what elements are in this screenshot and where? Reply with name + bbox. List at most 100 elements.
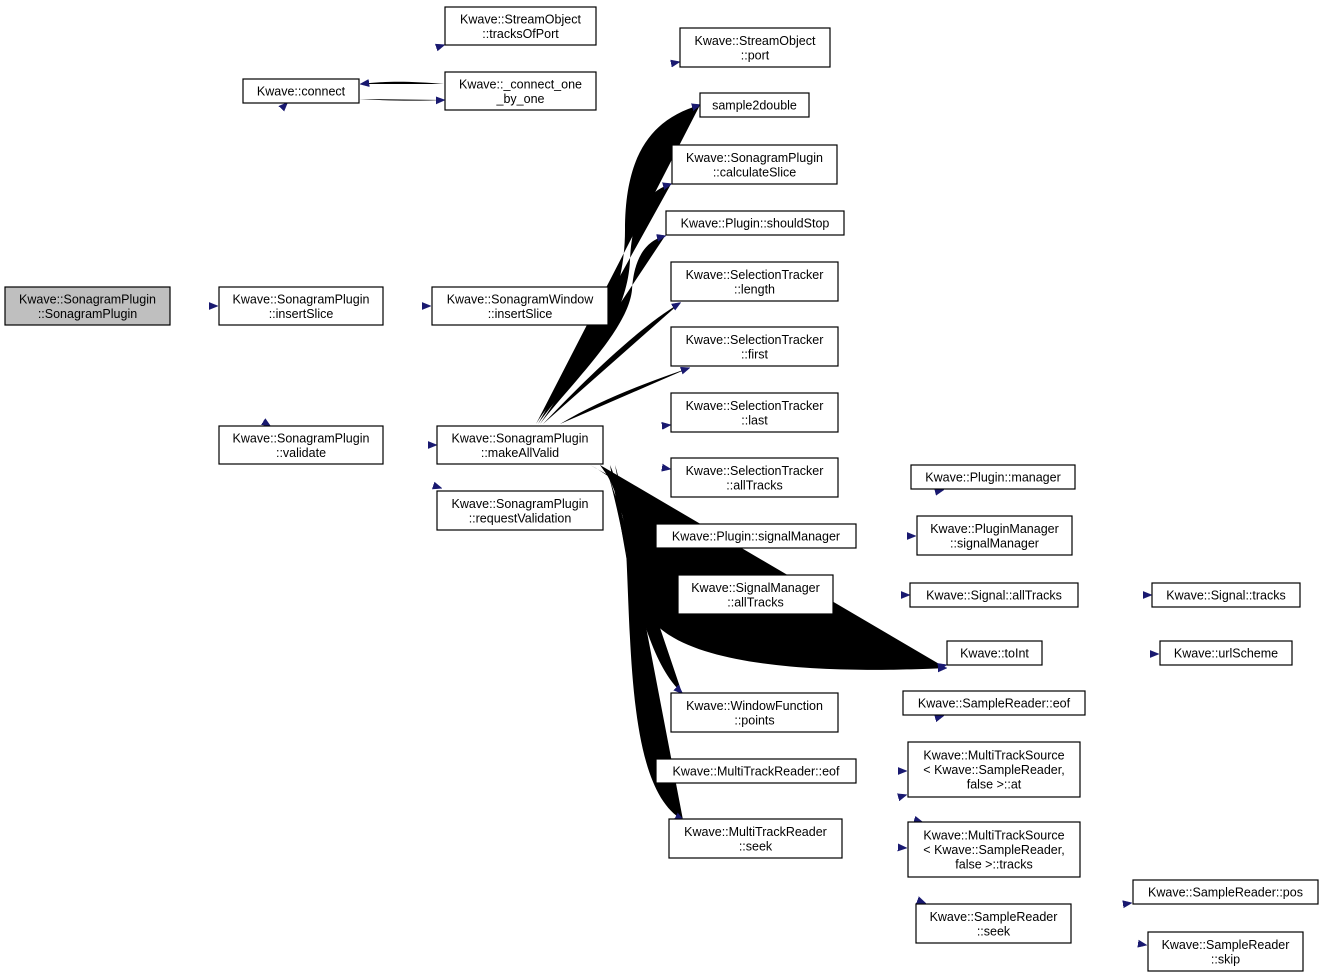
node-label-line: Kwave::Signal::tracks bbox=[1166, 589, 1286, 603]
node-label-line: ::makeAllValid bbox=[481, 446, 559, 460]
node-plugin-signalmanager[interactable]: Kwave::Plugin::signalManager bbox=[655, 523, 857, 549]
node-sonagramplugin-constructor[interactable]: Kwave::SonagramPlugin::SonagramPlugin bbox=[4, 286, 171, 326]
node-box bbox=[909, 582, 1079, 608]
node-box bbox=[679, 27, 831, 68]
node-signal-tracks[interactable]: Kwave::Signal::tracks bbox=[1151, 582, 1301, 608]
node-multitrackreader-eof[interactable]: Kwave::MultiTrackReader::eof bbox=[655, 758, 857, 784]
node-box bbox=[670, 692, 839, 733]
node-kwave-connect[interactable]: Kwave::connect bbox=[242, 78, 360, 104]
node-signalmanager-alltracks[interactable]: Kwave::SignalManager::allTracks bbox=[677, 574, 834, 615]
node-label-line: Kwave::SelectionTracker bbox=[686, 464, 824, 478]
node-sample2double[interactable]: sample2double bbox=[699, 92, 810, 118]
node-connect-one-by-one[interactable]: Kwave::_connect_one_by_one bbox=[444, 71, 597, 111]
node-label-line: Kwave::SonagramPlugin bbox=[19, 292, 156, 306]
node-box bbox=[670, 392, 839, 433]
node-box bbox=[4, 286, 171, 326]
node-label-line: Kwave::Plugin::signalManager bbox=[672, 530, 840, 544]
node-sonagramplugin-requestvalidation[interactable]: Kwave::SonagramPlugin::requestValidation bbox=[436, 490, 604, 531]
node-label-line: Kwave::WindowFunction bbox=[686, 699, 823, 713]
node-label-line: ::SonagramPlugin bbox=[38, 307, 137, 321]
node-label-line: Kwave::MultiTrackReader bbox=[684, 825, 827, 839]
node-label-line: _by_one bbox=[496, 92, 545, 106]
node-streamobject-port[interactable]: Kwave::StreamObject::port bbox=[679, 27, 831, 68]
node-box bbox=[242, 78, 360, 104]
node-label-line: < Kwave::SampleReader, bbox=[923, 763, 1064, 777]
node-box bbox=[655, 758, 857, 784]
node-box bbox=[436, 490, 604, 531]
node-label-line: Kwave::SampleReader::pos bbox=[1148, 886, 1303, 900]
node-box bbox=[916, 515, 1073, 556]
node-box bbox=[655, 523, 857, 549]
node-label-line: Kwave::SignalManager bbox=[691, 581, 820, 595]
node-kwave-toint[interactable]: Kwave::toInt bbox=[946, 640, 1043, 666]
edge-makeallvalid-to-last bbox=[604, 425, 670, 432]
node-label-line: Kwave::MultiTrackReader::eof bbox=[673, 765, 840, 779]
node-label-line: Kwave::SonagramPlugin bbox=[452, 497, 589, 511]
node-kwave-urlscheme[interactable]: Kwave::urlScheme bbox=[1159, 640, 1293, 666]
node-label-line: Kwave::MultiTrackSource bbox=[923, 829, 1064, 843]
node-streamobject-tracksofport[interactable]: Kwave::StreamObject::tracksOfPort bbox=[444, 6, 597, 46]
node-box bbox=[699, 92, 810, 118]
node-box bbox=[907, 821, 1081, 878]
node-label-line: ::requestValidation bbox=[469, 511, 572, 525]
node-signal-alltracks[interactable]: Kwave::Signal::allTracks bbox=[909, 582, 1079, 608]
edge-samplereader-seek-to-skip bbox=[1071, 933, 1146, 945]
node-sonagramplugin-validate[interactable]: Kwave::SonagramPlugin::validate bbox=[218, 425, 384, 465]
node-box bbox=[946, 640, 1043, 666]
node-label-line: Kwave::SampleReader bbox=[930, 910, 1058, 924]
node-plugin-shouldstop[interactable]: Kwave::Plugin::shouldStop bbox=[665, 210, 845, 236]
edge-connect-to-tracksofport bbox=[343, 45, 444, 78]
node-selectiontracker-length[interactable]: Kwave::SelectionTracker::length bbox=[670, 261, 839, 302]
node-samplereader-skip[interactable]: Kwave::SampleReader::skip bbox=[1147, 931, 1304, 972]
node-plugin-manager[interactable]: Kwave::Plugin::manager bbox=[910, 464, 1076, 490]
node-selectiontracker-first[interactable]: Kwave::SelectionTracker::first bbox=[670, 326, 839, 367]
node-label-line: ::skip bbox=[1211, 952, 1240, 966]
node-selectiontracker-alltracks[interactable]: Kwave::SelectionTracker::allTracks bbox=[670, 457, 839, 498]
node-label-line: Kwave::SonagramPlugin bbox=[233, 292, 370, 306]
node-label-line: Kwave::toInt bbox=[960, 647, 1029, 661]
node-label-line: Kwave::MultiTrackSource bbox=[923, 749, 1064, 763]
node-sonagramwindow-insertslice[interactable]: Kwave::SonagramWindow::insertSlice bbox=[431, 286, 609, 326]
node-box bbox=[671, 144, 838, 185]
node-box bbox=[1159, 640, 1293, 666]
node-box bbox=[665, 210, 845, 236]
node-label-line: Kwave::Plugin::manager bbox=[925, 471, 1061, 485]
node-samplereader-seek[interactable]: Kwave::SampleReader::seek bbox=[915, 903, 1072, 944]
node-selectiontracker-last[interactable]: Kwave::SelectionTracker::last bbox=[670, 392, 839, 433]
node-windowfunction-points[interactable]: Kwave::WindowFunction::points bbox=[670, 692, 839, 733]
node-samplereader-pos[interactable]: Kwave::SampleReader::pos bbox=[1132, 879, 1319, 905]
edge-makeallvalid-to-first bbox=[560, 368, 689, 424]
edge-multitrackreader-eof-to-mts-tracks bbox=[792, 783, 922, 822]
node-label-line: Kwave::StreamObject bbox=[460, 12, 581, 26]
node-label-line: Kwave::SelectionTracker bbox=[686, 399, 824, 413]
node-label-line: sample2double bbox=[712, 99, 797, 113]
node-samplereader-eof[interactable]: Kwave::SampleReader::eof bbox=[902, 690, 1086, 716]
node-label-line: Kwave::urlScheme bbox=[1174, 647, 1278, 661]
edge-makeallvalid-to-sample2double bbox=[536, 105, 700, 424]
node-pluginmanager-signalmanager[interactable]: Kwave::PluginManager::signalManager bbox=[916, 515, 1073, 556]
node-sonagramplugin-makeallvalid[interactable]: Kwave::SonagramPlugin::makeAllValid bbox=[436, 425, 604, 465]
node-label-line: Kwave::Plugin::shouldStop bbox=[681, 217, 830, 231]
edge-root-to-validate bbox=[118, 326, 270, 426]
node-multitracksource-tracks[interactable]: Kwave::MultiTrackSource< Kwave::SampleRe… bbox=[907, 821, 1081, 878]
node-label-line: ::calculateSlice bbox=[713, 165, 796, 179]
node-multitrackreader-seek[interactable]: Kwave::MultiTrackReader::seek bbox=[668, 818, 843, 859]
node-label-line: ::last bbox=[741, 413, 768, 427]
node-label-line: Kwave::SonagramWindow bbox=[447, 292, 595, 306]
call-edges bbox=[108, 45, 1158, 945]
edge-multitrackreader-seek-to-mts-tracks bbox=[843, 844, 906, 848]
node-sonagramplugin-insertslice[interactable]: Kwave::SonagramPlugin::insertSlice bbox=[218, 286, 384, 326]
node-label-line: ::signalManager bbox=[950, 536, 1039, 550]
node-label-line: Kwave::connect bbox=[257, 85, 346, 99]
node-label-line: Kwave::SampleReader bbox=[1162, 938, 1290, 952]
node-multitracksource-at[interactable]: Kwave::MultiTrackSource< Kwave::SampleRe… bbox=[907, 741, 1081, 798]
node-box bbox=[907, 741, 1081, 798]
node-label-line: ::first bbox=[741, 347, 769, 361]
node-label-line: ::validate bbox=[276, 446, 326, 460]
node-box bbox=[218, 286, 384, 326]
node-label-line: false >::at bbox=[967, 778, 1022, 792]
node-label-line: ::points bbox=[734, 713, 774, 727]
node-sonagramplugin-calculateslice[interactable]: Kwave::SonagramPlugin::calculateSlice bbox=[671, 144, 838, 185]
node-label-line: ::tracksOfPort bbox=[482, 27, 559, 41]
node-label-line: ::length bbox=[734, 282, 775, 296]
